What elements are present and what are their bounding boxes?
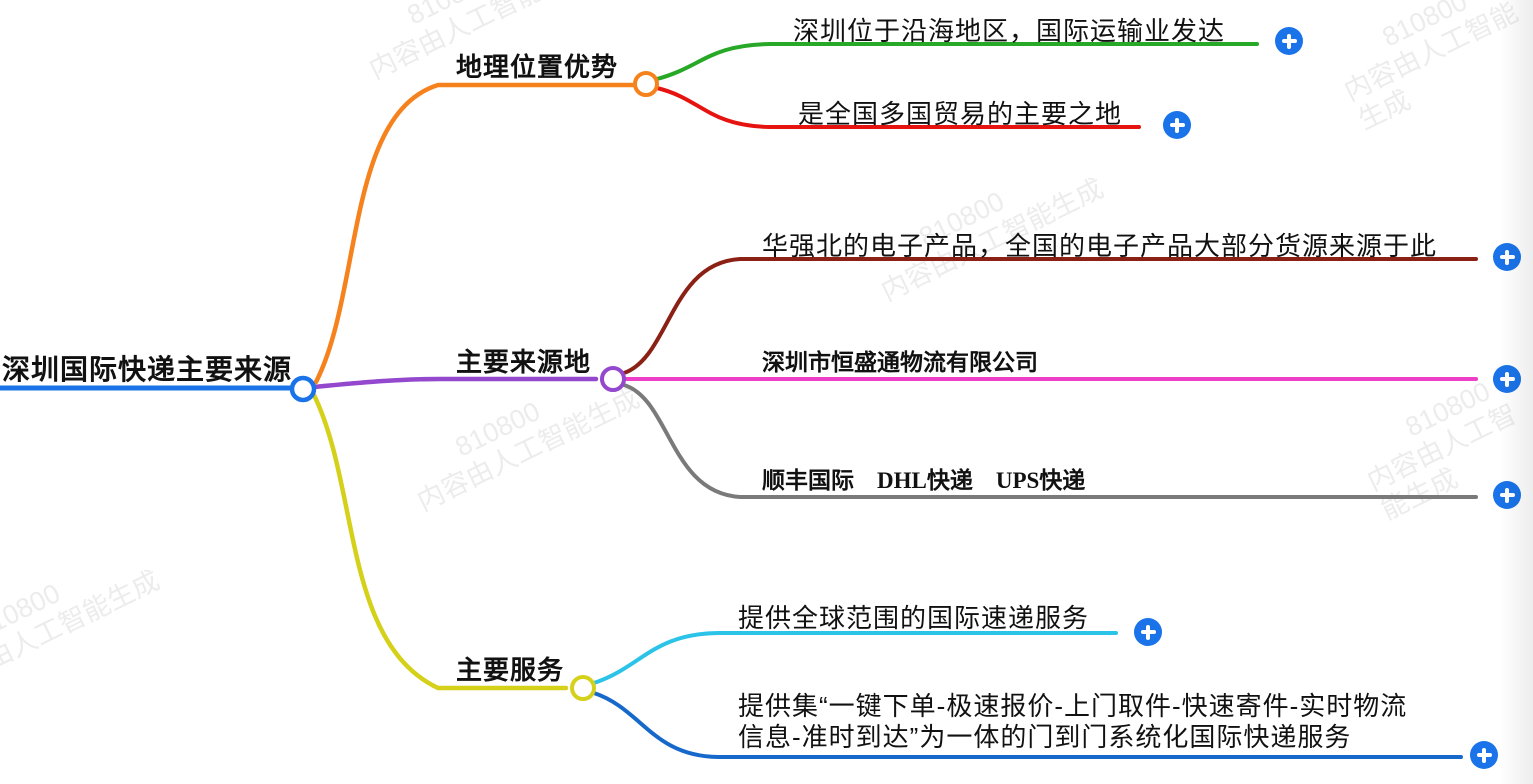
plus-icon (1470, 741, 1498, 769)
connector-branch-services (310, 390, 569, 691)
connector-leaf-trade (655, 86, 1141, 129)
plus-icon (1275, 27, 1303, 55)
connector-leaf-global (592, 631, 1118, 685)
root-node-handle[interactable] (289, 375, 317, 403)
root-topic[interactable]: 深圳国际快递主要来源 (2, 354, 293, 385)
plus-icon (1493, 481, 1521, 509)
add-topic-button[interactable] (1493, 365, 1521, 393)
connector-leaf-huaqiangbei (622, 257, 1478, 375)
add-topic-button[interactable] (1275, 27, 1303, 55)
add-topic-button[interactable] (1493, 243, 1521, 271)
add-topic-button[interactable] (1163, 111, 1191, 139)
connector-leaf-carriers (622, 383, 1478, 499)
plus-icon (1163, 111, 1191, 139)
connector-leaf-coastal (655, 42, 1259, 81)
add-topic-button[interactable] (1470, 741, 1498, 769)
plus-icon (1493, 365, 1521, 393)
connector-branch-geo (313, 82, 644, 385)
plus-icon (1134, 618, 1162, 646)
plus-icon (1493, 243, 1521, 271)
leaf-topic-huaqiangbei[interactable]: 华强北的电子产品，全国的电子产品大部分货源来源于此 (762, 231, 1438, 261)
leaf-topic-global[interactable]: 提供全球范围的国际速递服务 (738, 603, 1090, 633)
leaf-topic-door2door[interactable]: 提供集“一键下单-极速报价-上门取件-快速寄件-实时物流信息-准时到达”为一体的… (738, 691, 1408, 752)
leaf-topic-coastal[interactable]: 深圳位于沿海地区，国际运输业发达 (793, 16, 1226, 46)
add-topic-button[interactable] (1134, 618, 1162, 646)
branch-geo-node-handle[interactable] (633, 71, 659, 97)
branch-services-node-handle[interactable] (570, 675, 596, 701)
branch-topic-services[interactable]: 主要服务 (456, 655, 565, 685)
leaf-topic-trade[interactable]: 是全国多国贸易的主要之地 (798, 99, 1123, 129)
branch-sources-node-handle[interactable] (600, 366, 626, 392)
branch-topic-geo[interactable]: 地理位置优势 (456, 52, 619, 82)
branch-topic-sources[interactable]: 主要来源地 (456, 347, 592, 377)
connector-branch-sources (311, 376, 599, 390)
add-topic-button[interactable] (1493, 481, 1521, 509)
leaf-topic-hengshengtong[interactable]: 深圳市恒盛通物流有限公司 (762, 350, 1038, 375)
leaf-topic-carriers[interactable]: 顺丰国际 DHL快递 UPS快递 (762, 468, 1086, 493)
connector-leaf-door2door (592, 691, 1463, 759)
page-edge-shadow (1499, 0, 1533, 784)
